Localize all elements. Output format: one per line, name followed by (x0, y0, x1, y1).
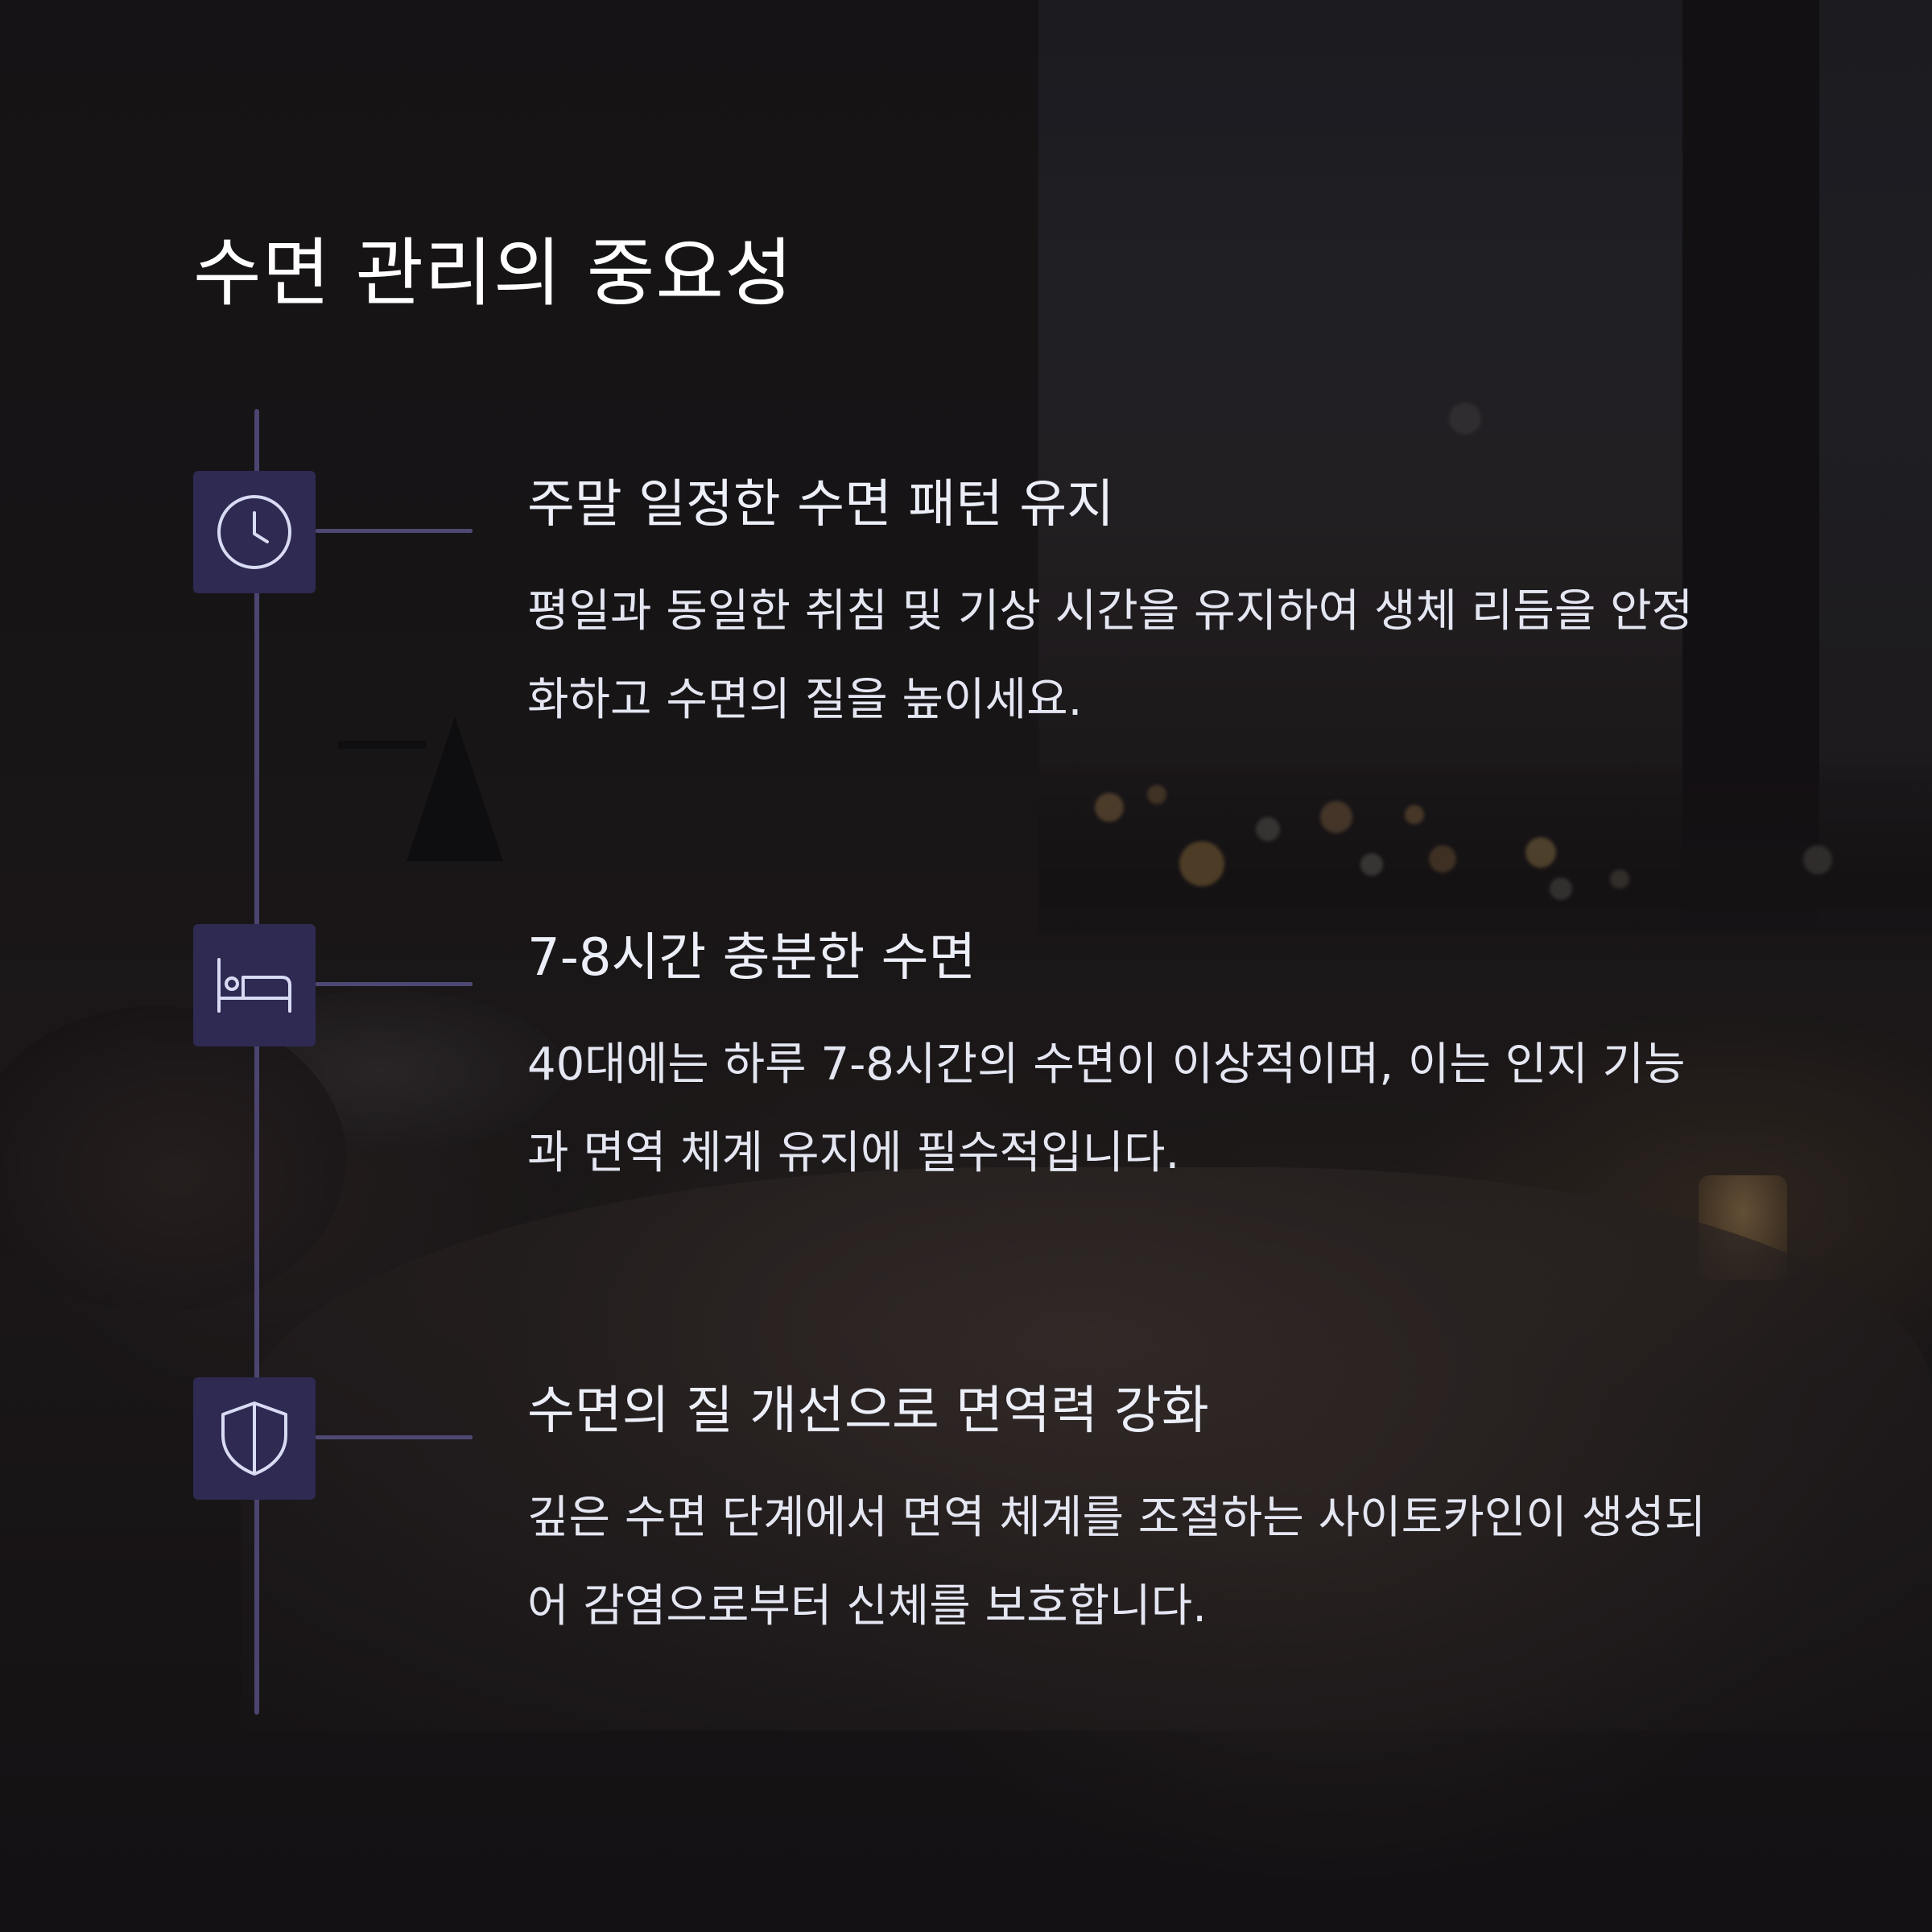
timeline-connector (316, 529, 473, 533)
item-title: 수면의 질 개선으로 면역력 강화 (527, 1381, 1209, 1441)
city-light (1179, 841, 1224, 886)
city-light (1320, 801, 1352, 833)
city-light (1610, 869, 1629, 889)
city-light (1449, 402, 1481, 435)
sleeping-person (0, 1006, 346, 1312)
shield-icon (221, 1402, 287, 1476)
bed-icon (217, 958, 291, 1013)
timeline-icon-box (193, 471, 316, 593)
city-light (1256, 817, 1280, 841)
city-light (1803, 845, 1832, 874)
clock-icon (217, 495, 291, 569)
timeline-connector (316, 982, 473, 986)
timeline-line (254, 409, 259, 1715)
item-description: 평일과 동일한 취침 및 기상 시간을 유지하여 생체 리듬을 안정화하고 수면… (527, 585, 1694, 726)
city-light (1405, 805, 1424, 824)
blanket (242, 1167, 1932, 1731)
city-light (1147, 785, 1166, 804)
wall-lamp (407, 716, 503, 861)
timeline-icon-box (193, 924, 316, 1046)
city-light (1095, 793, 1124, 822)
city-light (1360, 853, 1383, 876)
city-light (1550, 877, 1572, 900)
window-sill (1038, 910, 1932, 934)
city-skyline (1038, 765, 1932, 910)
city-light (1429, 845, 1456, 873)
timeline-connector (316, 1435, 473, 1439)
item-description: 40대에는 하루 7-8시간의 수면이 이상적이며, 이는 인지 기능과 면역 … (527, 1038, 1686, 1179)
city-light (1525, 837, 1556, 868)
item-title: 주말 일정한 수면 패턴 유지 (527, 475, 1115, 535)
item-title: 7-8시간 충분한 수면 (527, 928, 976, 988)
wall-lamp-arm (338, 741, 427, 749)
page-title: 수면 관리의 중요성 (193, 230, 794, 316)
item-description: 깊은 수면 단계에서 면역 체계를 조절하는 사이토카인이 생성되어 감염으로부… (527, 1492, 1707, 1633)
timeline-icon-box (193, 1377, 316, 1500)
